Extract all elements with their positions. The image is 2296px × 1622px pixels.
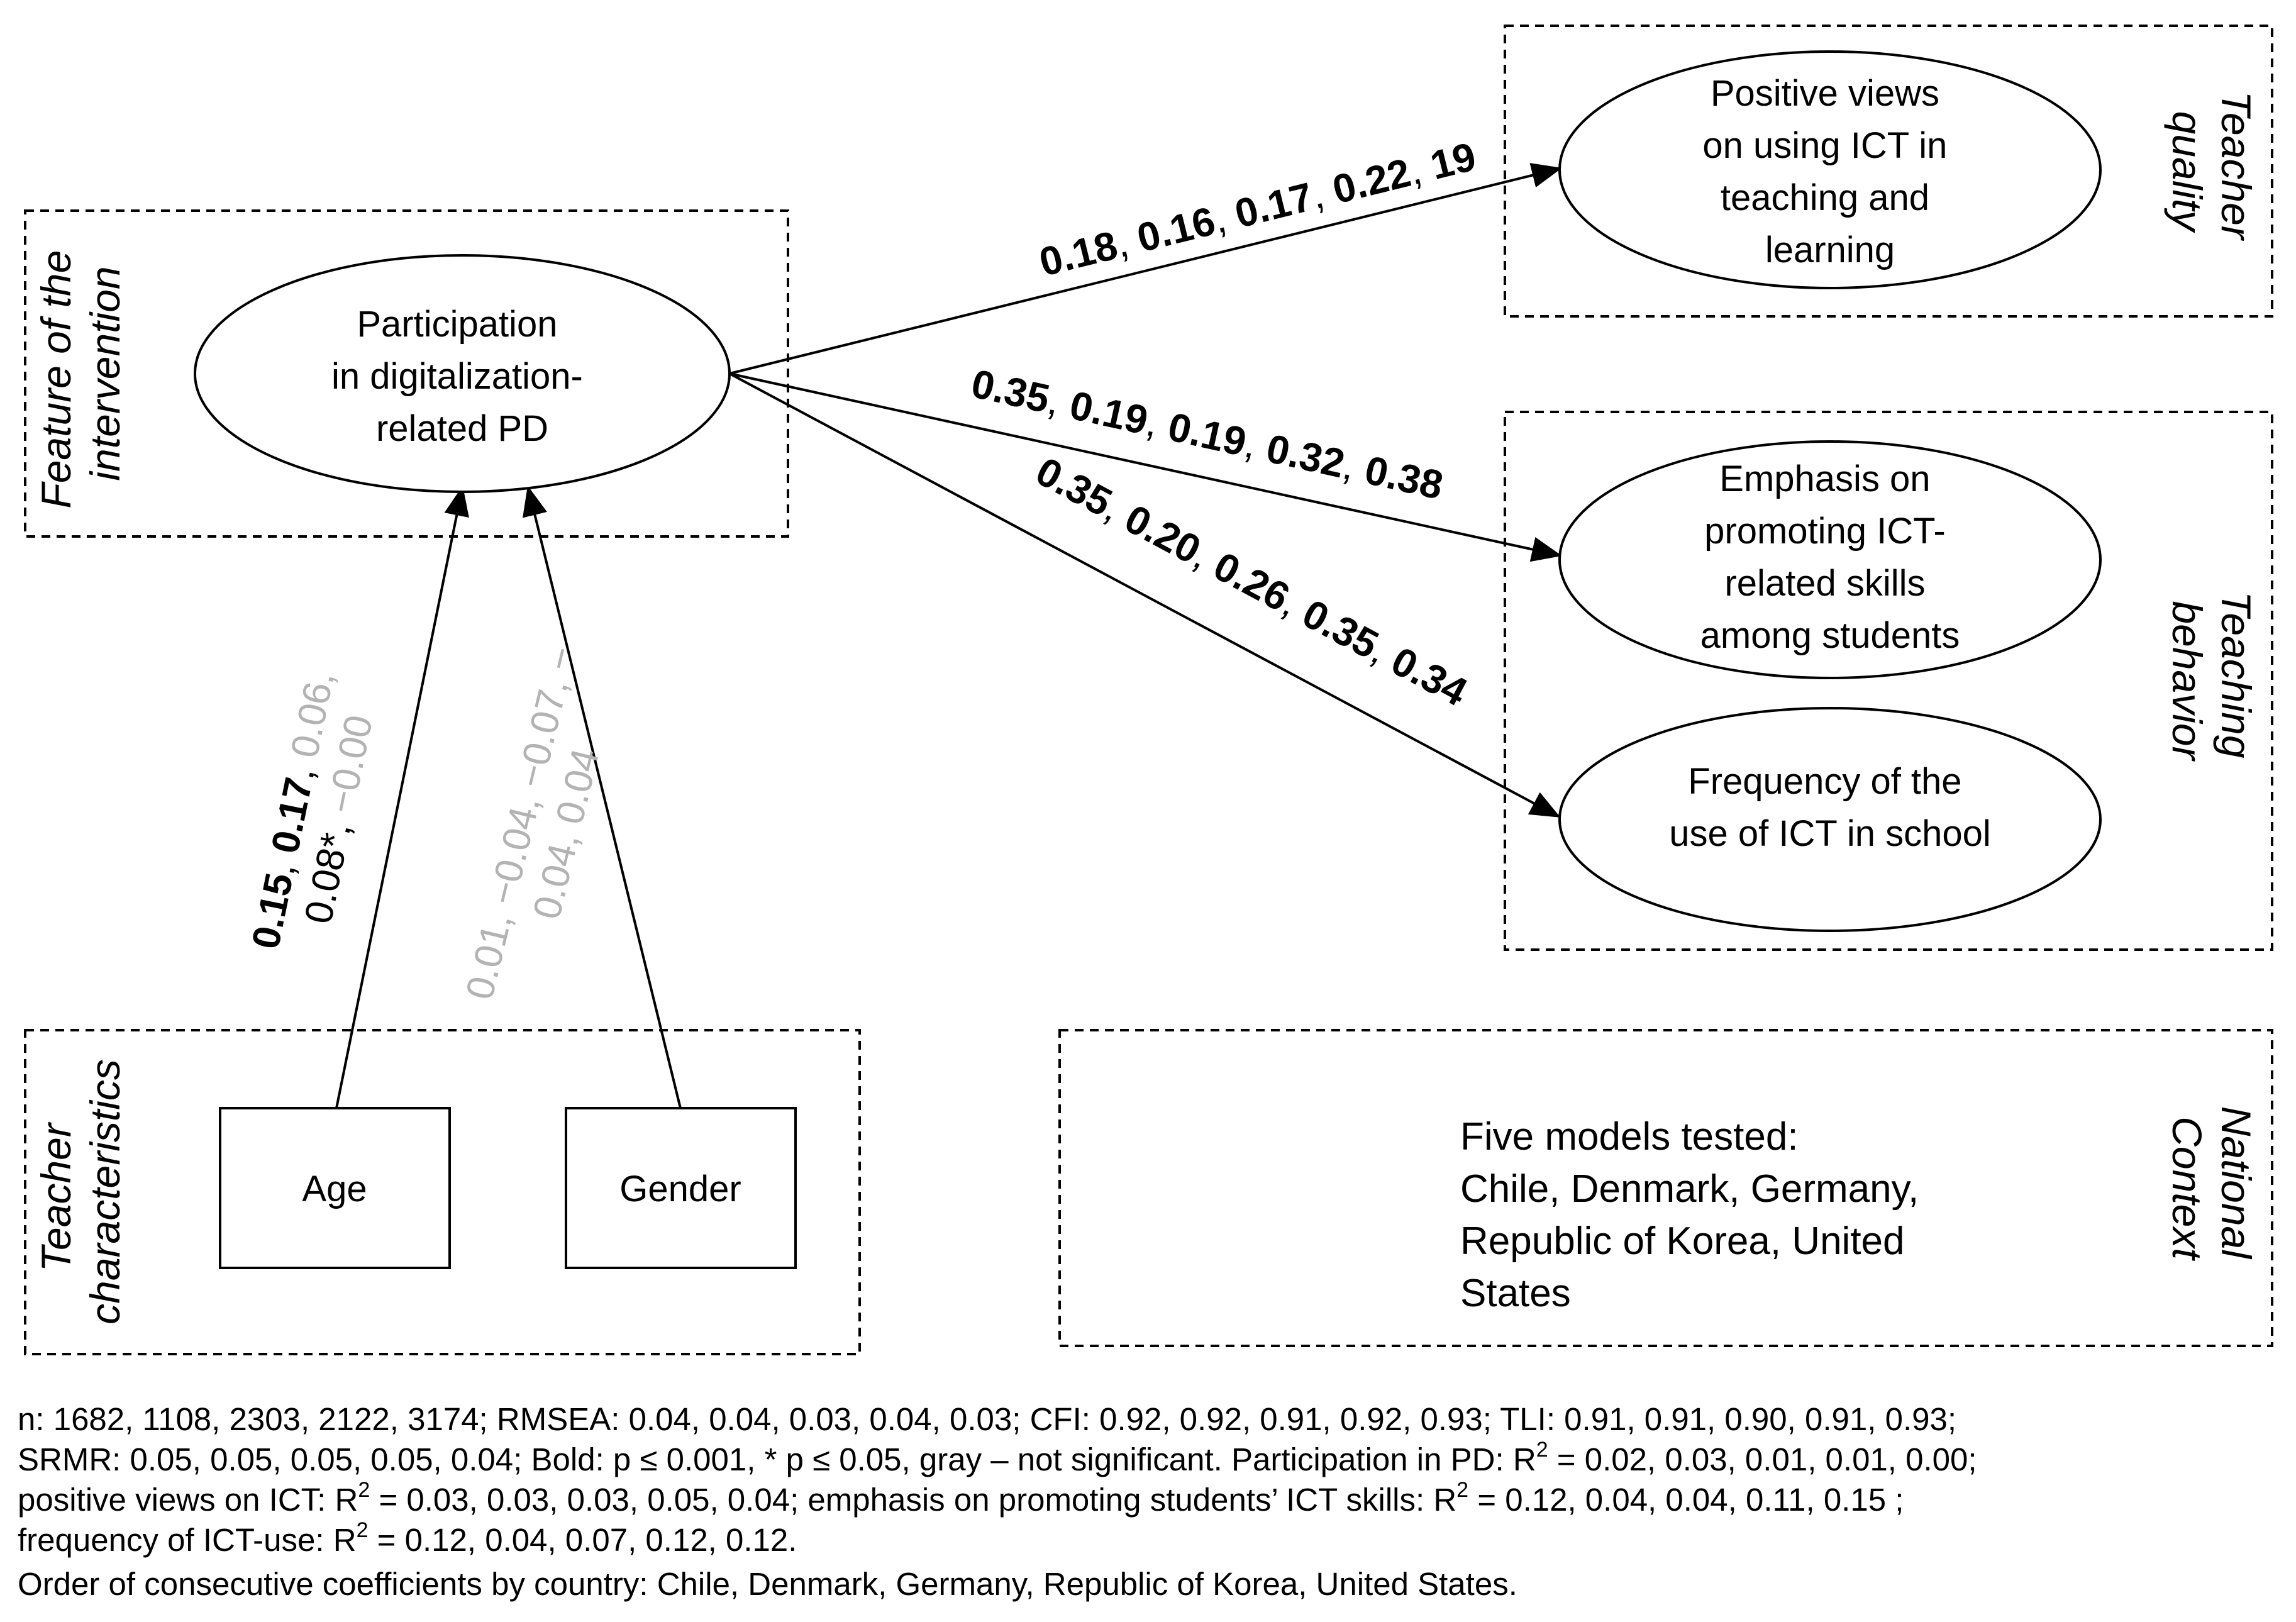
- coef-age-to-pd: 0.15, 0.17, 0.06,0.08*, −0.00: [244, 668, 388, 962]
- path-gender-to-pd: [523, 486, 682, 1109]
- country-order-note: Order of consecutive coefficients by cou…: [18, 1566, 1517, 1602]
- teacher-characteristics-group-label: Teacher characteristics: [33, 1059, 128, 1325]
- teaching-behavior-group-label: Teaching behavior: [2164, 591, 2260, 770]
- coef-seg-2: 0.16: [1133, 198, 1219, 261]
- footnote-line-2: SRMR: 0.05, 0.05, 0.05, 0.05, 0.04; Bold…: [18, 1438, 1977, 1477]
- footnote-line-1: n: 1682, 1108, 2303, 2122, 3174; RMSEA: …: [18, 1401, 1957, 1437]
- path-pd-to-views: [729, 163, 1562, 375]
- coef-seg-6: 0.22: [1328, 150, 1415, 213]
- positive-views-node: [1558, 50, 2102, 289]
- feature-group-label: Feature of the intervention: [33, 238, 128, 508]
- national-context-group-box: [1058, 1029, 2273, 1347]
- teacher-quality-group-box: [1504, 25, 2273, 318]
- coef-pd-to-views: 0.18, 0.16, 0.17, 0.22, 19: [1035, 133, 1480, 285]
- coef-gender-to-pd: 0.01, −0.04, −0.07, −0.04, 0.04: [458, 642, 629, 1014]
- national-context-text: Five models tested: Chile, Denmark, Germ…: [1460, 1115, 1930, 1315]
- coef-seg-0: 0.35: [967, 360, 1053, 421]
- positive-views-label: Positive views on using ICT in teaching …: [1702, 73, 1957, 270]
- coef-line-0-seg-0: 0.15: [244, 870, 302, 953]
- frequency-label: Frequency of the use of ICT in school: [1669, 761, 1991, 854]
- coef-seg-0: 0.18: [1035, 222, 1122, 285]
- coef-seg-8: 19: [1426, 133, 1480, 188]
- teacher-characteristics-group-box: [24, 1029, 861, 1355]
- coef-seg-4: 0.17: [1231, 174, 1317, 236]
- footnote-line-4: frequency of ICT-use: R2 = 0.12, 0.04, 0…: [18, 1518, 797, 1558]
- gender-node: [565, 1107, 797, 1269]
- frequency-node: [1558, 707, 2102, 932]
- path-age-to-pd: [335, 486, 469, 1109]
- coef-seg-4: 0.19: [1164, 404, 1250, 465]
- coef-seg-2: 0.19: [1066, 382, 1152, 443]
- feature-group-box: [24, 209, 789, 538]
- participation-label: Participation in digitalization- related…: [331, 304, 593, 449]
- teacher-quality-group-label: Teacher quality: [2164, 91, 2260, 251]
- national-context-group-label: National Context: [2164, 1106, 2260, 1270]
- participation-node: [194, 254, 731, 493]
- model-footnote: n: 1682, 1108, 2303, 2122, 3174; RMSEA: …: [18, 1399, 2256, 1560]
- age-node: [219, 1107, 451, 1269]
- gender-label: Gender: [619, 1169, 741, 1209]
- teaching-behavior-group-box: [1504, 411, 2273, 951]
- emphasis-node: [1558, 440, 2102, 679]
- age-label: Age: [302, 1169, 367, 1209]
- coef-seg-6: 0.32: [1263, 425, 1349, 486]
- footnote-line-3: positive views on ICT: R2 = 0.03, 0.03, …: [18, 1478, 1904, 1518]
- emphasis-label: Emphasis on promoting ICT- related skill…: [1700, 458, 1960, 656]
- path-pd-to-frequency: [729, 372, 1561, 818]
- coef-seg-8: 0.38: [1361, 447, 1447, 508]
- path-pd-to-emphasis: [729, 372, 1562, 562]
